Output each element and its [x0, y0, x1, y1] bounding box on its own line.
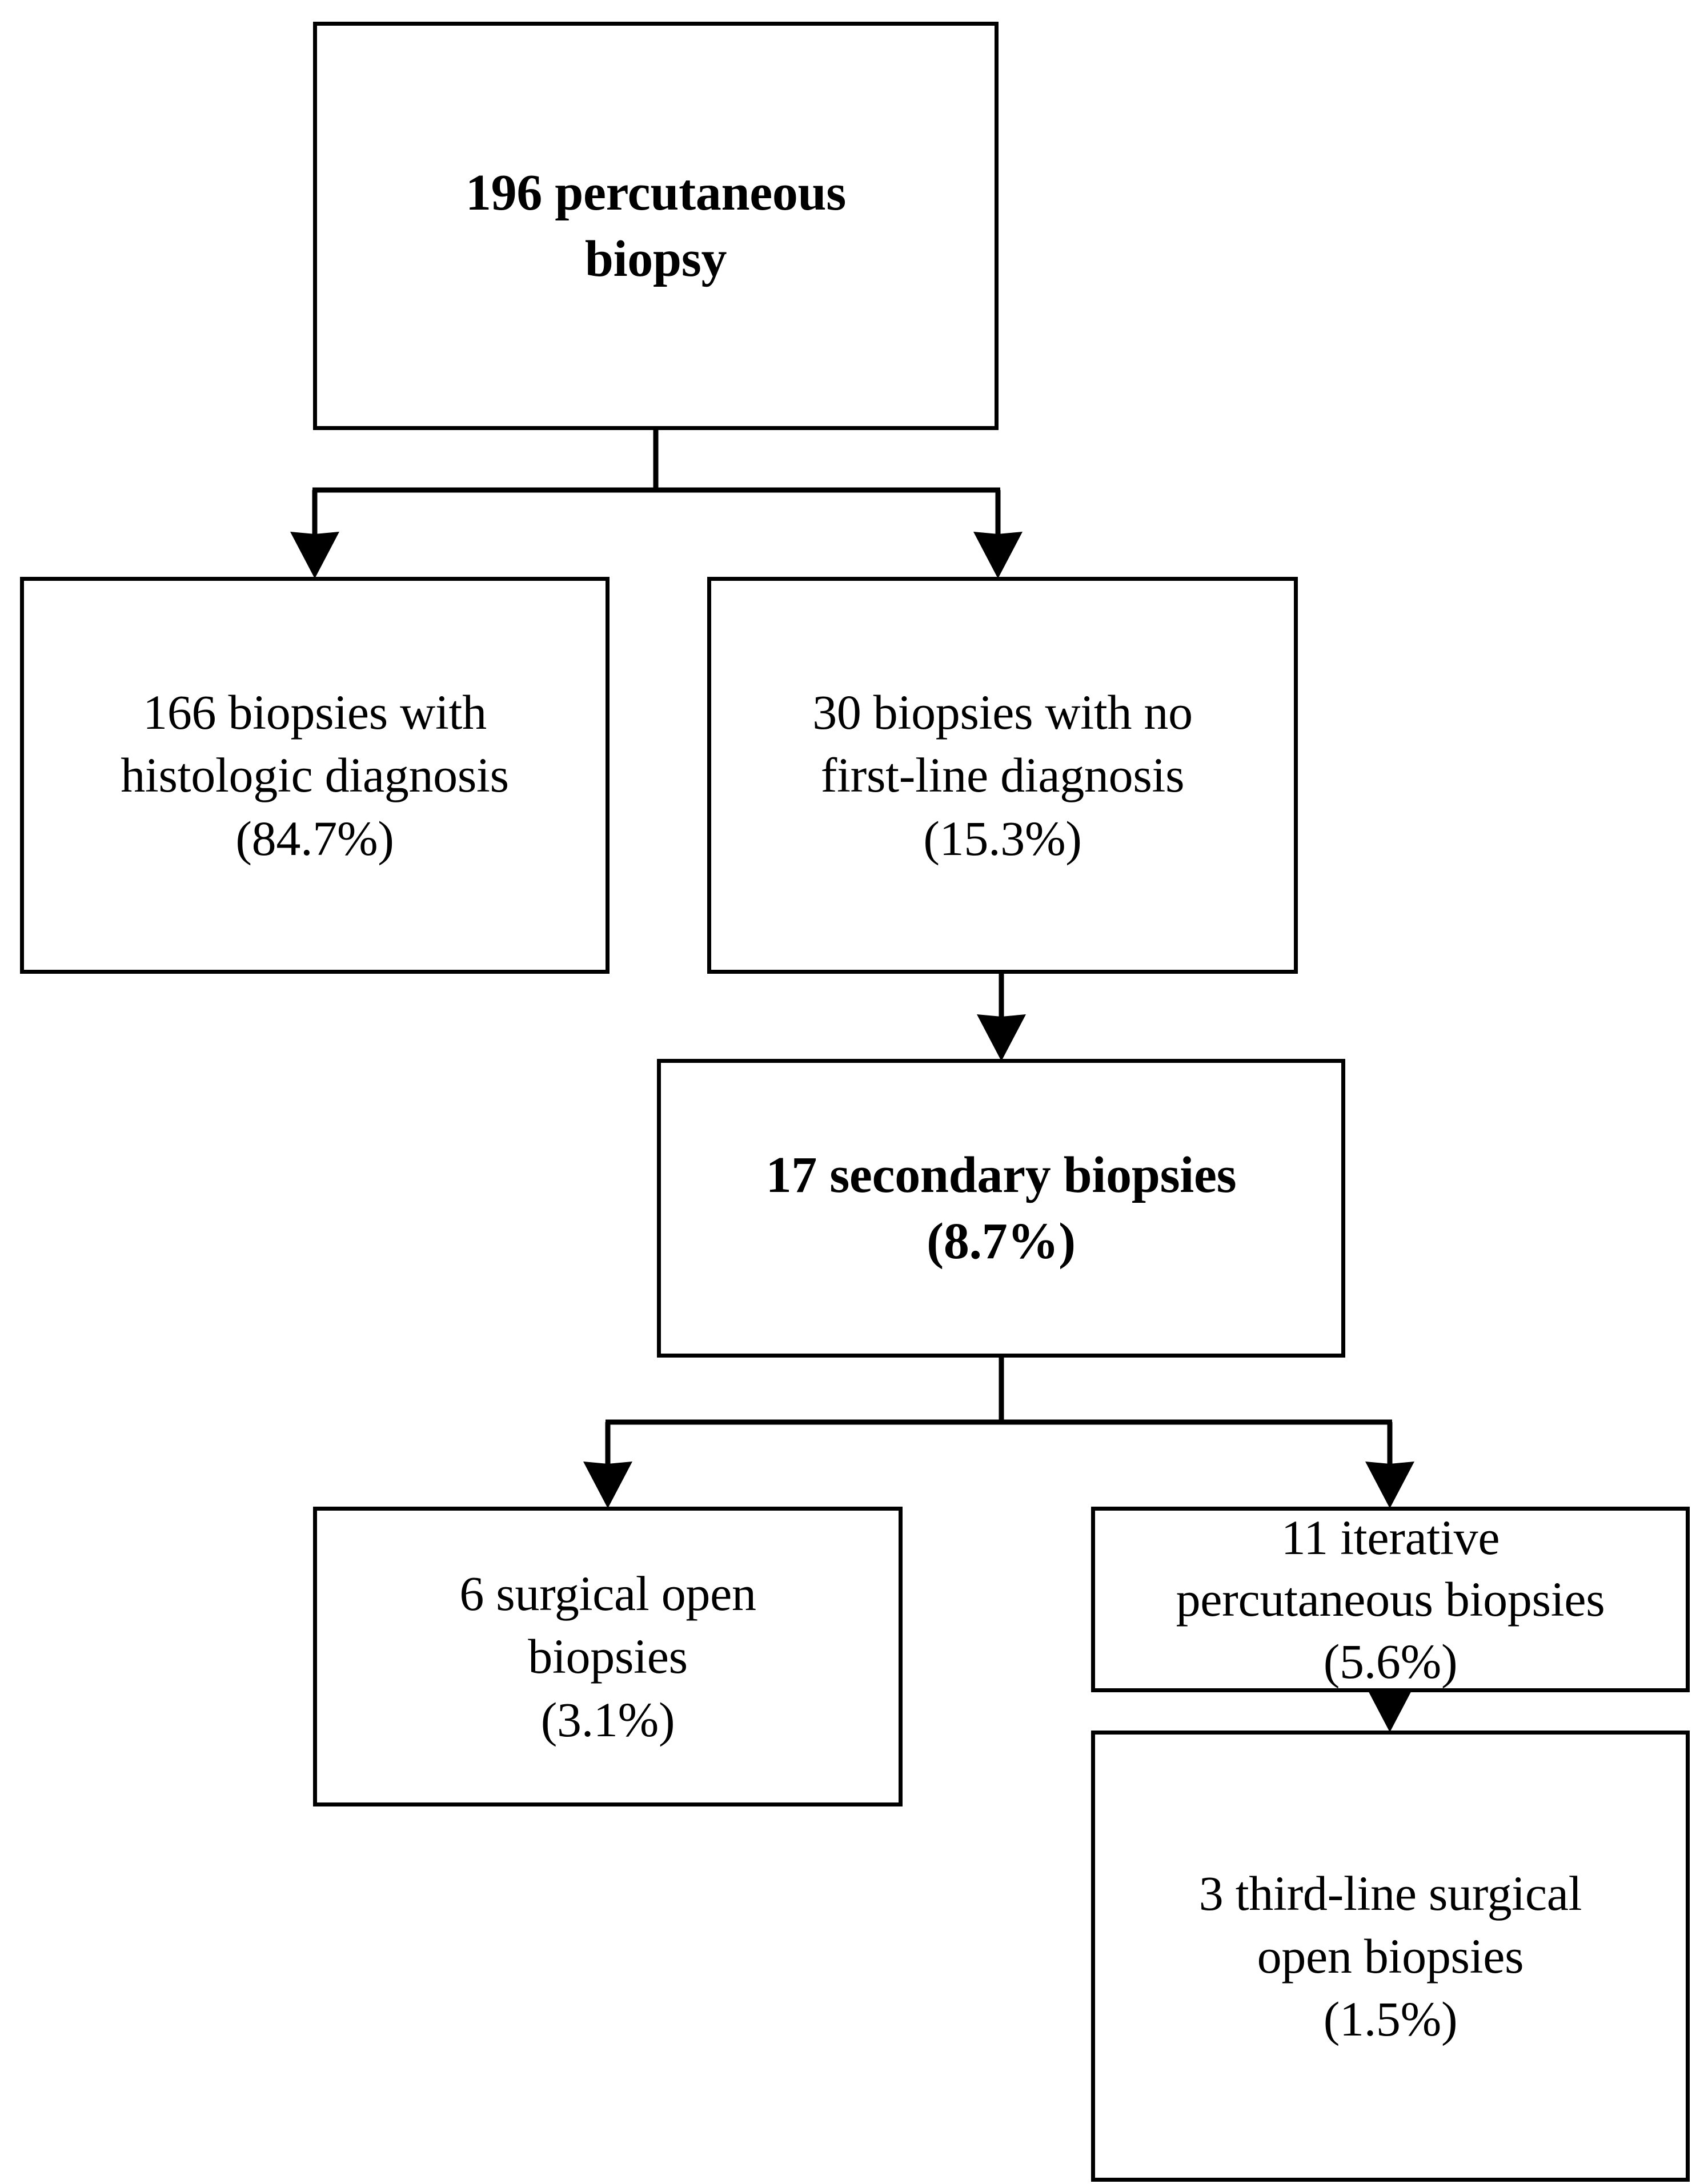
- node-root-percutaneous-biopsy: 196 percutaneous biopsy: [313, 22, 999, 430]
- edge-iterative-thirdline: [1365, 1685, 1414, 1732]
- node-surgical-open-biopsies-label: 6 surgical open biopsies (3.1%): [459, 1566, 756, 1747]
- arrowhead-to-surgical-open: [583, 1462, 632, 1508]
- arrowhead-to-histologic: [290, 532, 339, 579]
- node-no-first-line-diagnosis: 30 biopsies with no first-line diagnosis…: [707, 577, 1298, 974]
- edge-secondary-split: [583, 1358, 1414, 1508]
- node-secondary-biopsies: 17 secondary biopsies (8.7%): [657, 1059, 1345, 1358]
- node-surgical-open-biopsies: 6 surgical open biopsies (3.1%): [313, 1507, 903, 1806]
- arrowhead-to-third-line: [1365, 1685, 1414, 1732]
- arrowhead-to-no-first-line: [973, 532, 1023, 579]
- edge-nodx-secondary: [977, 974, 1026, 1061]
- arrowhead-to-iterative: [1365, 1462, 1414, 1508]
- node-histologic-diagnosis: 166 biopsies with histologic diagnosis (…: [20, 577, 610, 974]
- node-iterative-percutaneous-biopsies: 11 iterative percutaneous biopsies (5.6%…: [1091, 1507, 1690, 1692]
- node-third-line-surgical-open-biopsies: 3 third-line surgical open biopsies (1.5…: [1091, 1731, 1690, 2182]
- node-no-first-line-diagnosis-label: 30 biopsies with no first-line diagnosis…: [812, 685, 1193, 866]
- arrowhead-to-secondary: [977, 1014, 1026, 1061]
- node-root-label: 196 percutaneous biopsy: [465, 164, 847, 287]
- edge-root-split: [290, 430, 1023, 579]
- node-histologic-diagnosis-label: 166 biopsies with histologic diagnosis (…: [121, 685, 509, 866]
- node-secondary-biopsies-label: 17 secondary biopsies (8.7%): [765, 1147, 1237, 1270]
- node-iterative-percutaneous-biopsies-label: 11 iterative percutaneous biopsies (5.6%…: [1176, 1509, 1605, 1689]
- node-third-line-surgical-open-biopsies-label: 3 third-line surgical open biopsies (1.5…: [1198, 1865, 1582, 2047]
